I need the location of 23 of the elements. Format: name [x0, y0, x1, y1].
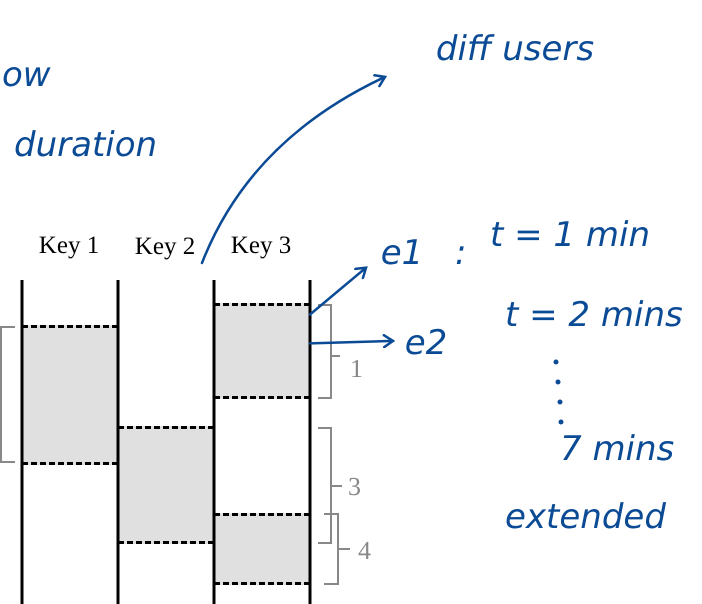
handwritten-note: t = 2 mins: [505, 298, 683, 332]
handwritten-note: extended: [505, 500, 666, 534]
handwritten-note: t = 1 min: [490, 218, 650, 252]
column-header: Key 3: [218, 230, 304, 260]
handwritten-note: e2: [393, 322, 459, 364]
handwritten-note: :: [455, 236, 466, 270]
handwritten-note: ow: [2, 58, 51, 92]
bracket-number: 3: [348, 474, 361, 500]
arrow: [308, 266, 368, 316]
shaded-interval: [214, 303, 310, 399]
bracket-number: 1: [350, 356, 363, 382]
shaded-interval: [214, 513, 310, 585]
handwritten-note: diff users: [385, 18, 645, 80]
bracket-number: 4: [358, 538, 371, 564]
arrow: [308, 334, 394, 348]
handwritten-note: 7 mins: [560, 432, 674, 466]
arrow: [200, 74, 386, 264]
handwritten-note: duration: [14, 128, 158, 162]
handwritten-note: e1: [366, 232, 438, 274]
column-header: Key 2: [122, 230, 208, 263]
shaded-interval: [118, 426, 214, 544]
shaded-interval: [22, 325, 118, 465]
column-header: Key 1: [26, 230, 112, 260]
